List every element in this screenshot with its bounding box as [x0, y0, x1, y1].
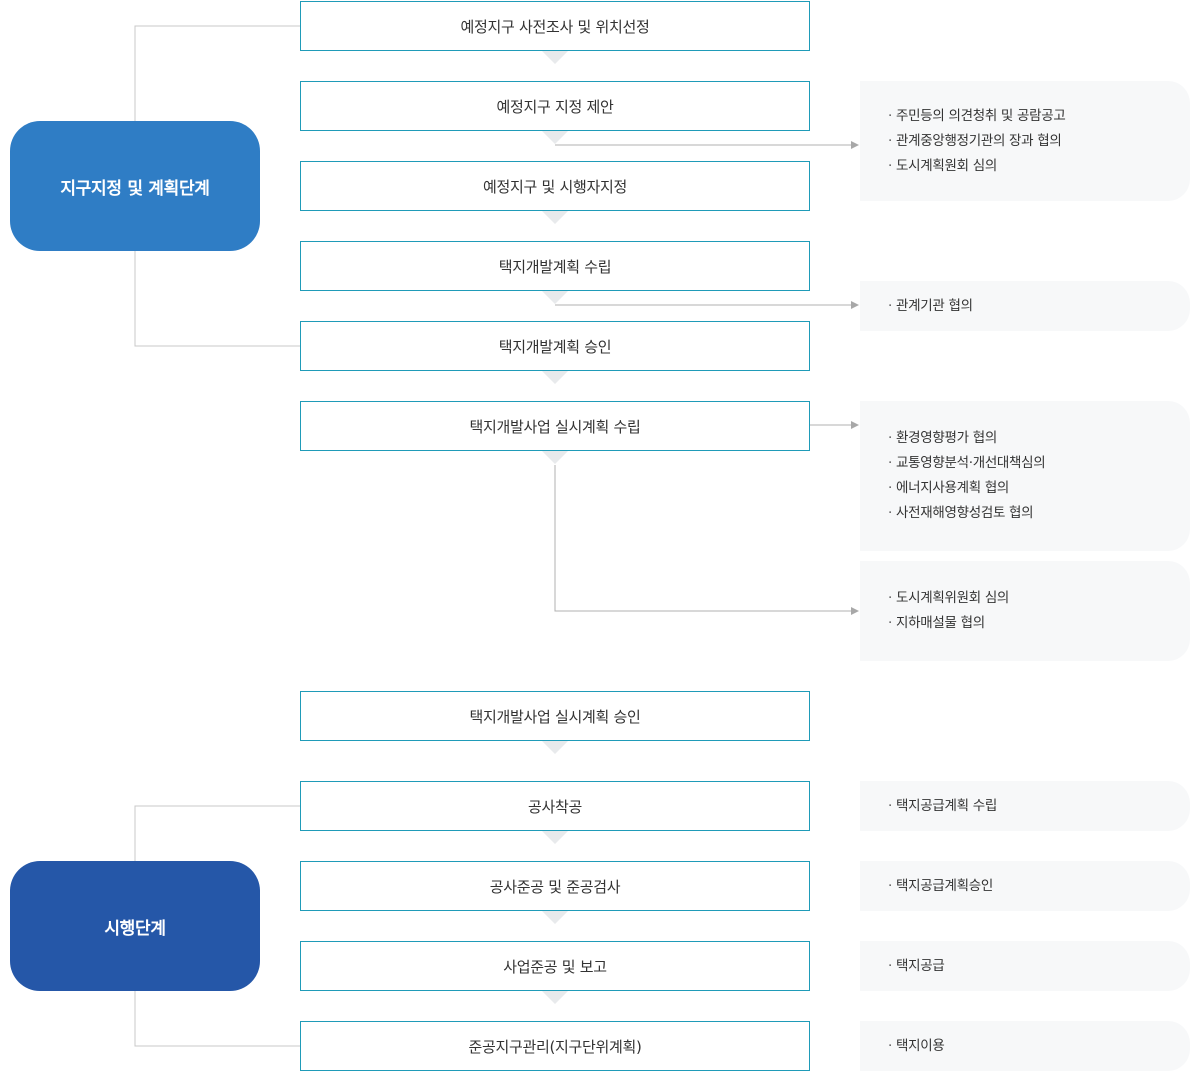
note-box-impact-assessment: 환경영향평가 협의 교통영향분석·개선대책심의 에너지사용계획 협의 사전재해영…	[860, 401, 1190, 551]
note-item: 관계중앙행정기관의 장과 협의	[888, 129, 1190, 154]
note-box-agency-consultation: 관계기관 협의	[860, 281, 1190, 331]
note-box-land-use: 택지이용	[860, 1021, 1190, 1071]
step-completion-inspection: 공사준공 및 준공검사	[300, 861, 810, 911]
chevron-down-icon	[542, 291, 568, 304]
chevron-down-icon	[542, 911, 568, 924]
step-plan-approval: 택지개발계획 승인	[300, 321, 810, 371]
step-project-completion: 사업준공 및 보고	[300, 941, 810, 991]
step-district-management: 준공지구관리(지구단위계획)	[300, 1021, 810, 1071]
note-box-supply: 택지공급	[860, 941, 1190, 991]
phase-1-bracket	[134, 25, 300, 347]
phase-execution: 시행단계	[10, 861, 260, 991]
step-implementation-approval: 택지개발사업 실시계획 승인	[300, 691, 810, 741]
note-item: 환경영향평가 협의	[888, 426, 1190, 451]
note-item: 교통영향분석·개선대책심의	[888, 451, 1190, 476]
note-box-city-planning: 도시계획위원회 심의 지하매설물 협의	[860, 561, 1190, 661]
chevron-down-icon	[542, 211, 568, 224]
step-designation: 예정지구 및 시행자지정	[300, 161, 810, 211]
note-item: 도시계획원회 심의	[888, 154, 1190, 179]
chevron-down-icon	[542, 51, 568, 64]
note-box-supply-approval: 택지공급계획승인	[860, 861, 1190, 911]
phase-planning: 지구지정 및 계획단계	[10, 121, 260, 251]
step-construction-start: 공사착공	[300, 781, 810, 831]
chevron-down-icon	[542, 371, 568, 384]
note-item: 택지공급계획 수립	[888, 794, 1190, 819]
note-item: 관계기관 협의	[888, 294, 1190, 319]
note-box-consultation: 주민등의 의견청취 및 공람공고 관계중앙행정기관의 장과 협의 도시계획원회 …	[860, 81, 1190, 201]
chevron-down-icon	[542, 741, 568, 754]
down-chevron-icons	[542, 51, 568, 1004]
note-item: 택지이용	[888, 1034, 1190, 1059]
note-item: 택지공급	[888, 954, 1190, 979]
note-item: 사전재해영향성검토 협의	[888, 501, 1190, 526]
arrow-to-note-4	[554, 465, 859, 615]
step-preliminary-survey: 예정지구 사전조사 및 위치선정	[300, 1, 810, 51]
step-plan-establishment: 택지개발계획 수립	[300, 241, 810, 291]
note-item: 도시계획위원회 심의	[888, 586, 1190, 611]
chevron-down-icon	[542, 131, 568, 144]
note-item: 택지공급계획승인	[888, 874, 1190, 899]
step-implementation-plan: 택지개발사업 실시계획 수립	[300, 401, 810, 451]
note-item: 에너지사용계획 협의	[888, 476, 1190, 501]
note-item: 주민등의 의견청취 및 공람공고	[888, 104, 1190, 129]
chevron-down-icon	[542, 451, 568, 464]
note-item: 지하매설물 협의	[888, 611, 1190, 636]
chevron-down-icon	[542, 831, 568, 844]
phase-2-bracket	[134, 805, 300, 1047]
step-designation-proposal: 예정지구 지정 제안	[300, 81, 810, 131]
note-box-supply-plan: 택지공급계획 수립	[860, 781, 1190, 831]
chevron-down-icon	[542, 991, 568, 1004]
